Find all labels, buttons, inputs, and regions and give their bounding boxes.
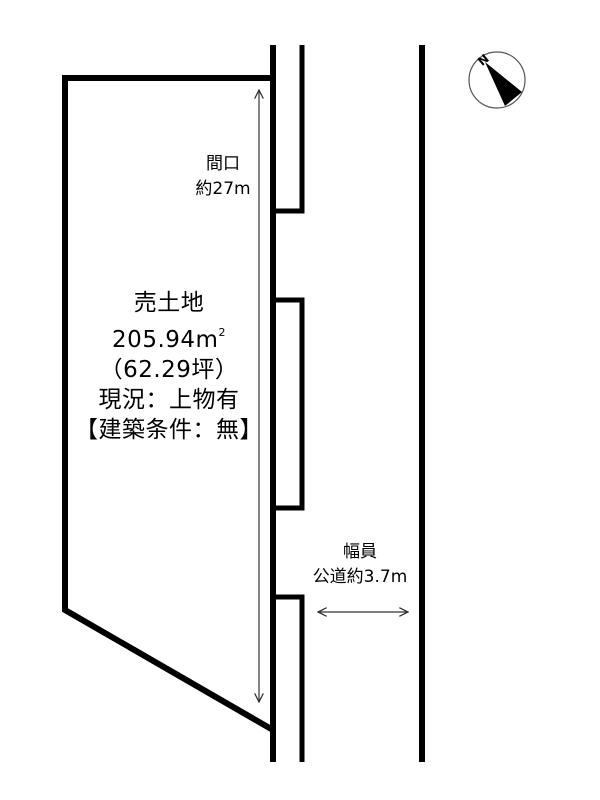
- lot-title: 売土地: [133, 290, 205, 316]
- lot-area-unit: m: [195, 327, 219, 353]
- frontage-label: 間口 約27m: [178, 152, 268, 202]
- lot-build-condition: 【建築条件：無】: [75, 417, 263, 443]
- north-arrow-icon: N: [468, 51, 526, 109]
- lot-area-unit-sup: 2: [218, 326, 226, 339]
- frontage-title: 間口: [206, 154, 240, 174]
- lot-info: 売土地 205.94m2 （62.29坪） 現況：上物有 【建築条件：無】: [66, 288, 272, 445]
- road-curb-lines: [273, 45, 305, 762]
- lot-area-value: 205.94: [112, 327, 196, 353]
- lot-area: 205.94m2: [66, 318, 272, 355]
- lot-status: 現況：上物有: [98, 387, 240, 413]
- frontage-value: 約27m: [195, 179, 251, 199]
- road-width-title: 幅員: [343, 542, 377, 562]
- road-width-label: 幅員 公道約3.7m: [290, 540, 430, 590]
- road-width-value: 公道約3.7m: [312, 567, 408, 587]
- lot-area-tsubo: （62.29坪）: [99, 357, 239, 383]
